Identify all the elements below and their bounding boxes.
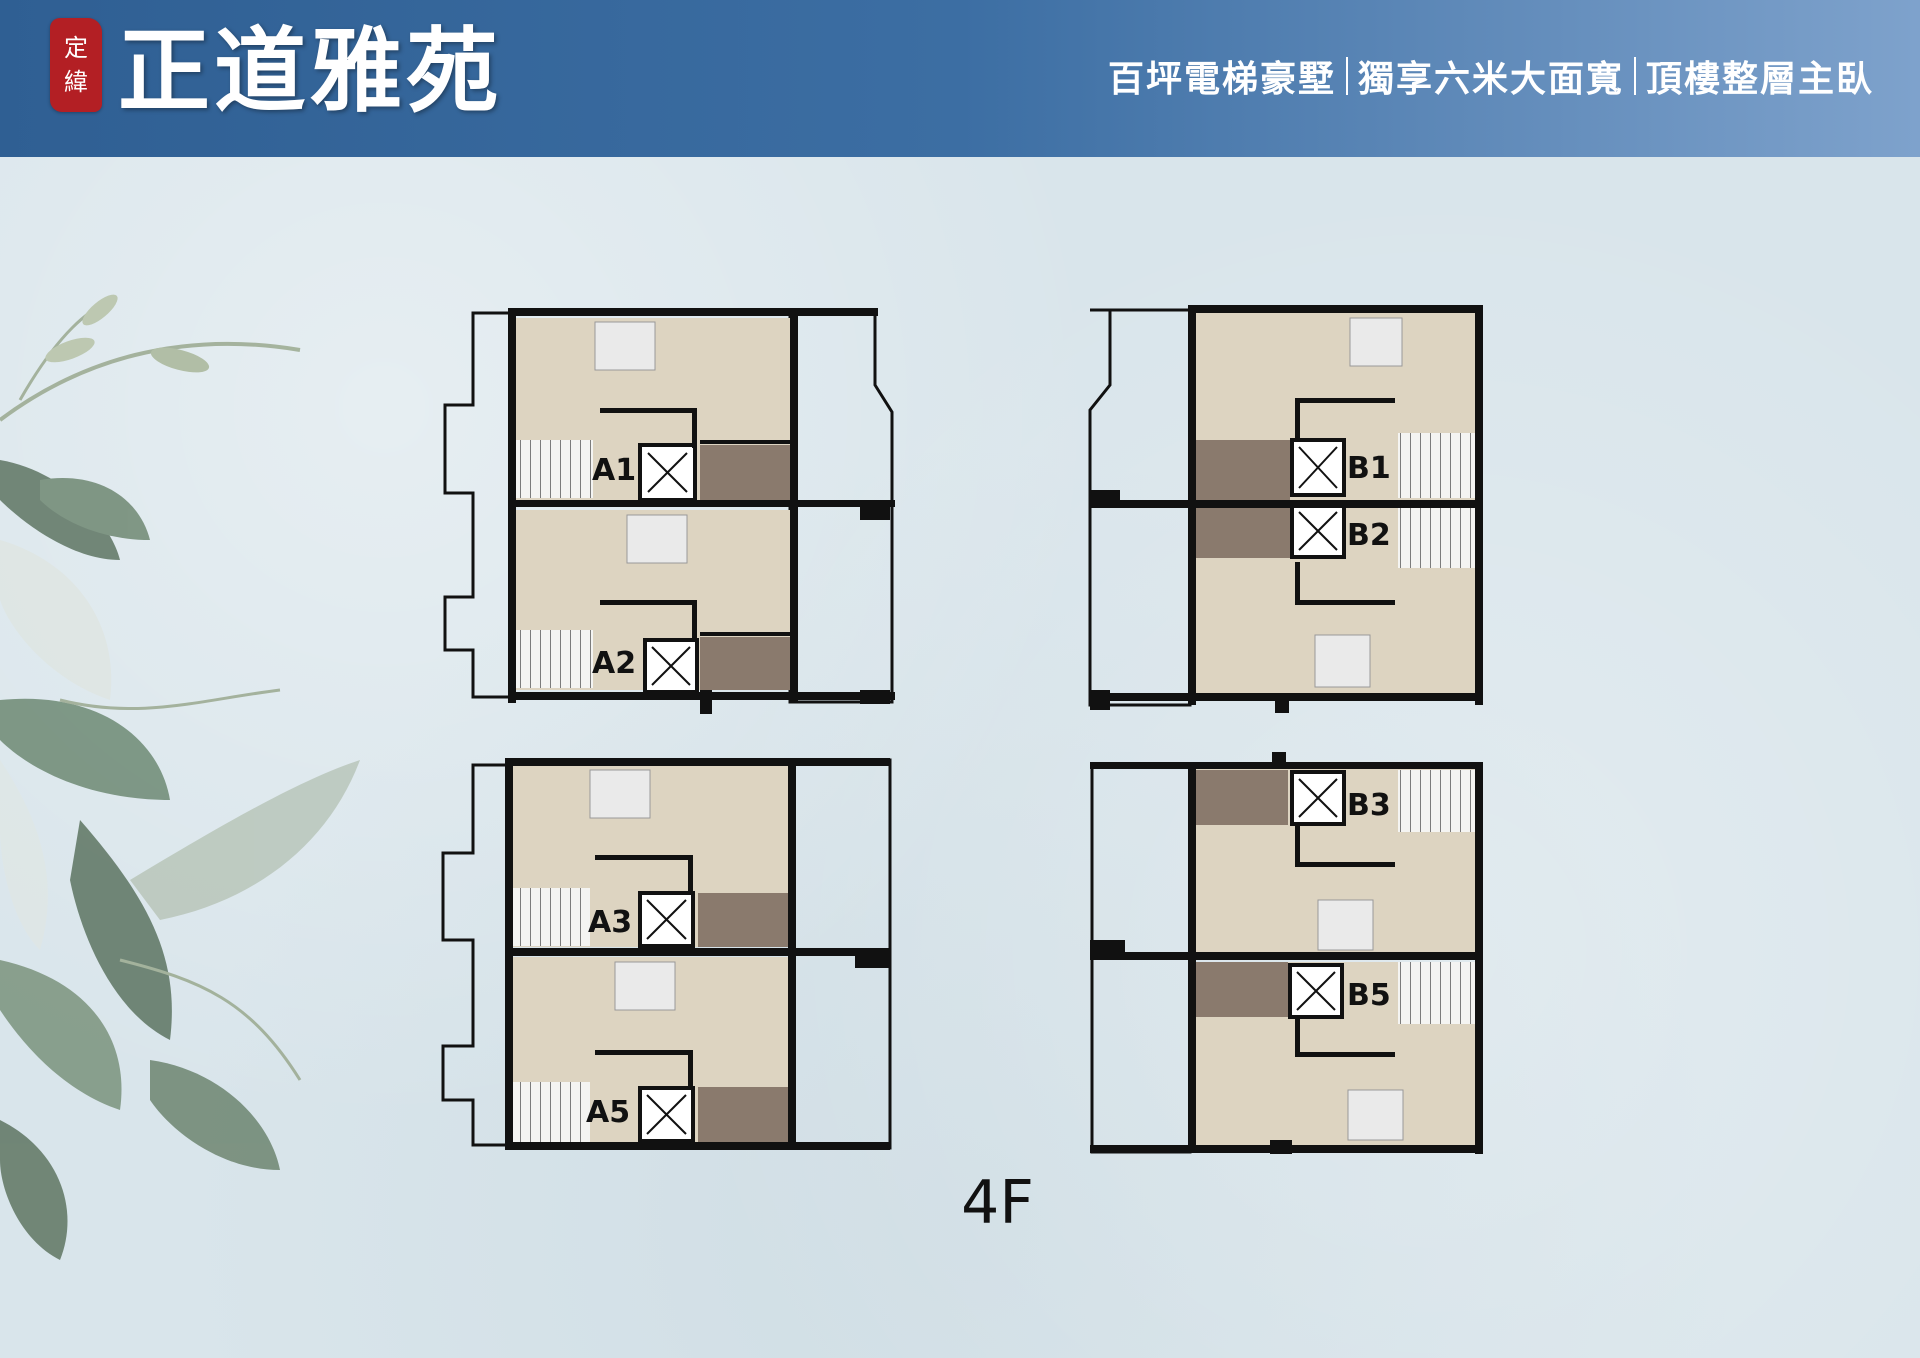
slogan: 百坪電梯豪墅 獨享六米大面寬 頂樓整層主臥 — [1108, 50, 1874, 102]
unit-block-b3-b5: B3 B5 — [1090, 752, 1483, 1154]
floor-label: 4F — [961, 1168, 1034, 1238]
unit-block-a1-a2: A1 A2 — [443, 308, 895, 714]
slogan-item: 百坪電梯豪墅 — [1107, 58, 1336, 99]
unit-label-a3: A3 — [588, 905, 632, 940]
brand-title: 正道雅苑 — [118, 17, 503, 125]
unit-label-a5: A5 — [586, 1095, 630, 1130]
seal-char: 定 — [64, 34, 88, 62]
unit-label-b1: B1 — [1347, 451, 1391, 486]
slogan-item: 頂樓整層主臥 — [1645, 58, 1874, 99]
unit-label-b5: B5 — [1347, 978, 1391, 1013]
slogan-item: 獨享六米大面寬 — [1357, 58, 1624, 99]
slogan-divider — [1633, 57, 1636, 95]
slogan-divider — [1345, 57, 1348, 95]
leaf-icon — [0, 294, 360, 1260]
seal-char: 緯 — [64, 68, 88, 96]
brand-seal: 定 緯 — [50, 18, 102, 112]
unit-block-b1-b2: B1 B2 — [1088, 305, 1483, 713]
unit-label-b3: B3 — [1347, 788, 1391, 823]
header-banner: 定 緯 正道雅苑 百坪電梯豪墅 獨享六米大面寬 頂樓整層主臥 — [0, 0, 1920, 157]
unit-label-a1: A1 — [592, 453, 636, 488]
unit-block-a3-a5: A3 A5 — [441, 758, 892, 1150]
unit-label-b2: B2 — [1347, 518, 1391, 553]
unit-label-a2: A2 — [592, 646, 636, 681]
